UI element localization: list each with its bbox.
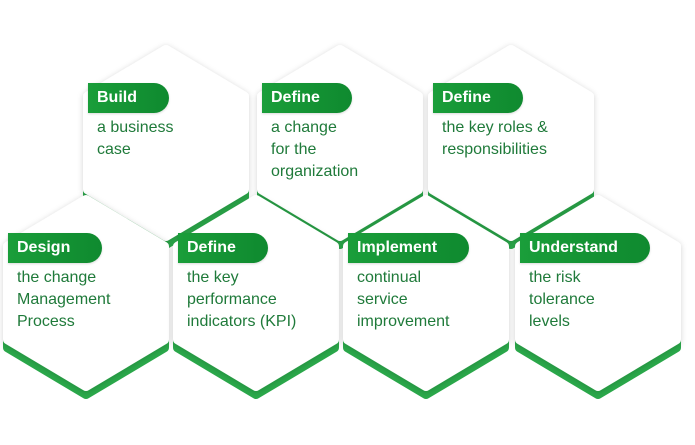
step-description: continual service improvement	[357, 267, 495, 333]
step-heading: Understand	[520, 233, 650, 263]
step-heading: Define	[262, 83, 352, 113]
hexagon-card: Understand the risk tolerance levels	[515, 195, 681, 399]
step-heading: Define	[178, 233, 268, 263]
description-line: case	[97, 141, 131, 158]
step-heading: Define	[433, 83, 523, 113]
description-line: the key	[187, 269, 239, 286]
description-line: a change	[271, 119, 337, 136]
description-line: a business	[97, 119, 174, 136]
description-line: the risk	[529, 269, 581, 286]
hexagon-card: Define the key roles & responsibilities	[428, 45, 594, 249]
description-line: responsibilities	[442, 141, 547, 158]
description-line: performance	[187, 291, 277, 308]
description-line: continual	[357, 269, 422, 286]
hexagon-card: Build a business case	[83, 45, 249, 249]
description-line: improvement	[357, 313, 450, 330]
description-line: Process	[17, 313, 75, 330]
step-heading: Build	[88, 83, 169, 113]
description-line: Management	[17, 291, 111, 308]
step-description: a change for the organization	[271, 117, 409, 183]
hexagon-card: Define the key performance indicators (KPI)	[173, 195, 339, 399]
description-line: levels	[529, 313, 570, 330]
step-heading: Implement	[348, 233, 470, 263]
step-description: the key performance indicators (KPI)	[187, 267, 325, 333]
description-line: service	[357, 291, 408, 308]
step-description: the risk tolerance levels	[529, 267, 667, 333]
description-line: organization	[271, 163, 359, 180]
description-line: tolerance	[529, 291, 595, 308]
description-line: indicators (KPI)	[187, 313, 297, 330]
description-line: the change	[17, 269, 97, 286]
step-description: a business case	[97, 117, 235, 161]
step-heading: Design	[8, 233, 103, 263]
hexagon-card: Implement continual service improvement	[343, 195, 509, 399]
step-description: the key roles & responsibilities	[442, 117, 580, 161]
description-line: for the	[271, 141, 317, 158]
description-line: the key roles &	[442, 119, 548, 136]
hexagon-card: Define a change for the organization	[257, 45, 423, 249]
